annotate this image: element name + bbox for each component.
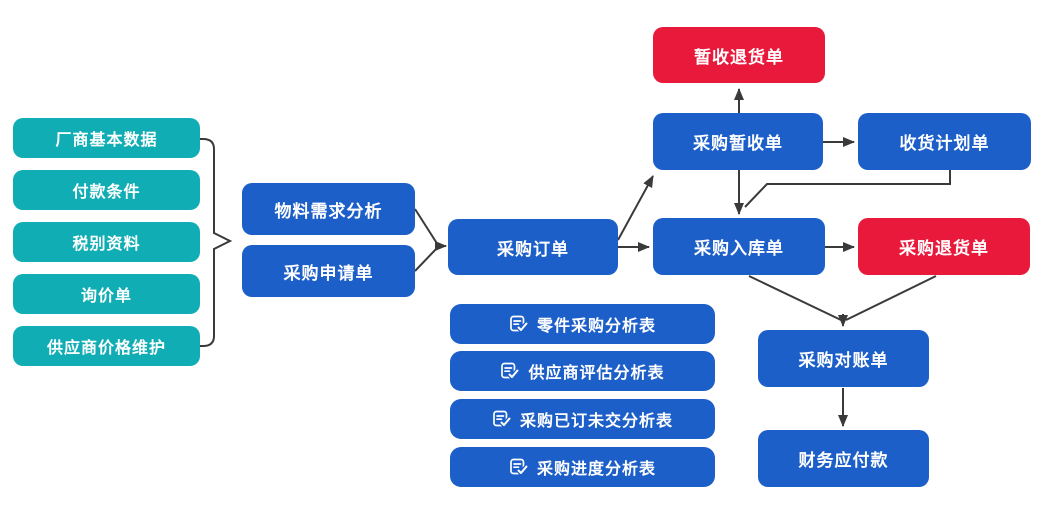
report-label: 供应商评估分析表 bbox=[528, 365, 665, 382]
node-purchase-inbound: 采购入库单 bbox=[653, 218, 825, 275]
node-label: 采购订单 bbox=[497, 239, 569, 259]
node-material-demand-analysis: 物料需求分析 bbox=[242, 183, 415, 235]
node-label: 暂收退货单 bbox=[694, 47, 784, 67]
report-parts-purchase-analysis: 零件采购分析表 bbox=[450, 304, 715, 344]
node-label: 采购对账单 bbox=[798, 351, 889, 370]
node-purchase-order: 采购订单 bbox=[448, 219, 618, 275]
document-check-icon bbox=[509, 314, 529, 334]
node-label: 厂商基本数据 bbox=[55, 132, 158, 149]
edge-plan-to-inbound bbox=[744, 170, 951, 208]
node-inquiry-sheet: 询价单 bbox=[13, 274, 200, 314]
node-vendor-basic-data: 厂商基本数据 bbox=[13, 118, 200, 158]
node-finance-payable: 财务应付款 bbox=[758, 430, 929, 487]
node-purchase-return: 采购退货单 bbox=[858, 218, 1030, 275]
report-label: 零件采购分析表 bbox=[536, 318, 656, 335]
edge-prq-to-po bbox=[414, 246, 439, 272]
node-tax-type-data: 税别资料 bbox=[13, 222, 200, 262]
edge-inbound-to-reconciliation bbox=[748, 275, 842, 321]
node-label: 物料需求分析 bbox=[274, 201, 383, 221]
node-label: 采购暂收单 bbox=[693, 134, 783, 153]
edge-po-to-tempreceipt bbox=[617, 175, 654, 241]
document-check-icon bbox=[509, 457, 529, 477]
node-purchase-temp-receipt: 采购暂收单 bbox=[653, 113, 823, 170]
node-label: 税别资料 bbox=[72, 236, 141, 253]
report-purchase-progress-analysis: 采购进度分析表 bbox=[450, 447, 715, 487]
report-ordered-undelivered-analysis: 采购已订未交分析表 bbox=[450, 399, 715, 439]
node-label: 收货计划单 bbox=[899, 134, 990, 153]
brace-master-data bbox=[200, 138, 233, 347]
node-receiving-plan: 收货计划单 bbox=[858, 113, 1031, 170]
node-purchase-reconciliation: 采购对账单 bbox=[758, 330, 929, 387]
document-check-icon bbox=[500, 361, 521, 381]
node-label: 采购申请单 bbox=[283, 263, 374, 283]
report-supplier-evaluation-analysis: 供应商评估分析表 bbox=[450, 351, 715, 391]
node-label: 供应商价格维护 bbox=[46, 340, 166, 357]
node-label: 询价单 bbox=[80, 288, 132, 305]
report-label: 采购已订未交分析表 bbox=[519, 413, 673, 430]
node-temp-receipt-return: 暂收退货单 bbox=[653, 27, 825, 83]
node-payment-terms: 付款条件 bbox=[13, 170, 200, 210]
node-supplier-price-maintenance: 供应商价格维护 bbox=[13, 326, 200, 366]
report-label: 采购进度分析表 bbox=[536, 461, 656, 478]
node-purchase-request: 采购申请单 bbox=[242, 245, 415, 297]
node-label: 财务应付款 bbox=[798, 451, 889, 470]
node-label: 付款条件 bbox=[72, 184, 141, 201]
edge-return-to-reconciliation bbox=[845, 275, 937, 321]
edge-mda-to-po bbox=[414, 208, 439, 246]
node-label: 采购退货单 bbox=[899, 239, 989, 258]
node-label: 采购入库单 bbox=[694, 239, 784, 258]
document-check-icon bbox=[492, 409, 512, 429]
